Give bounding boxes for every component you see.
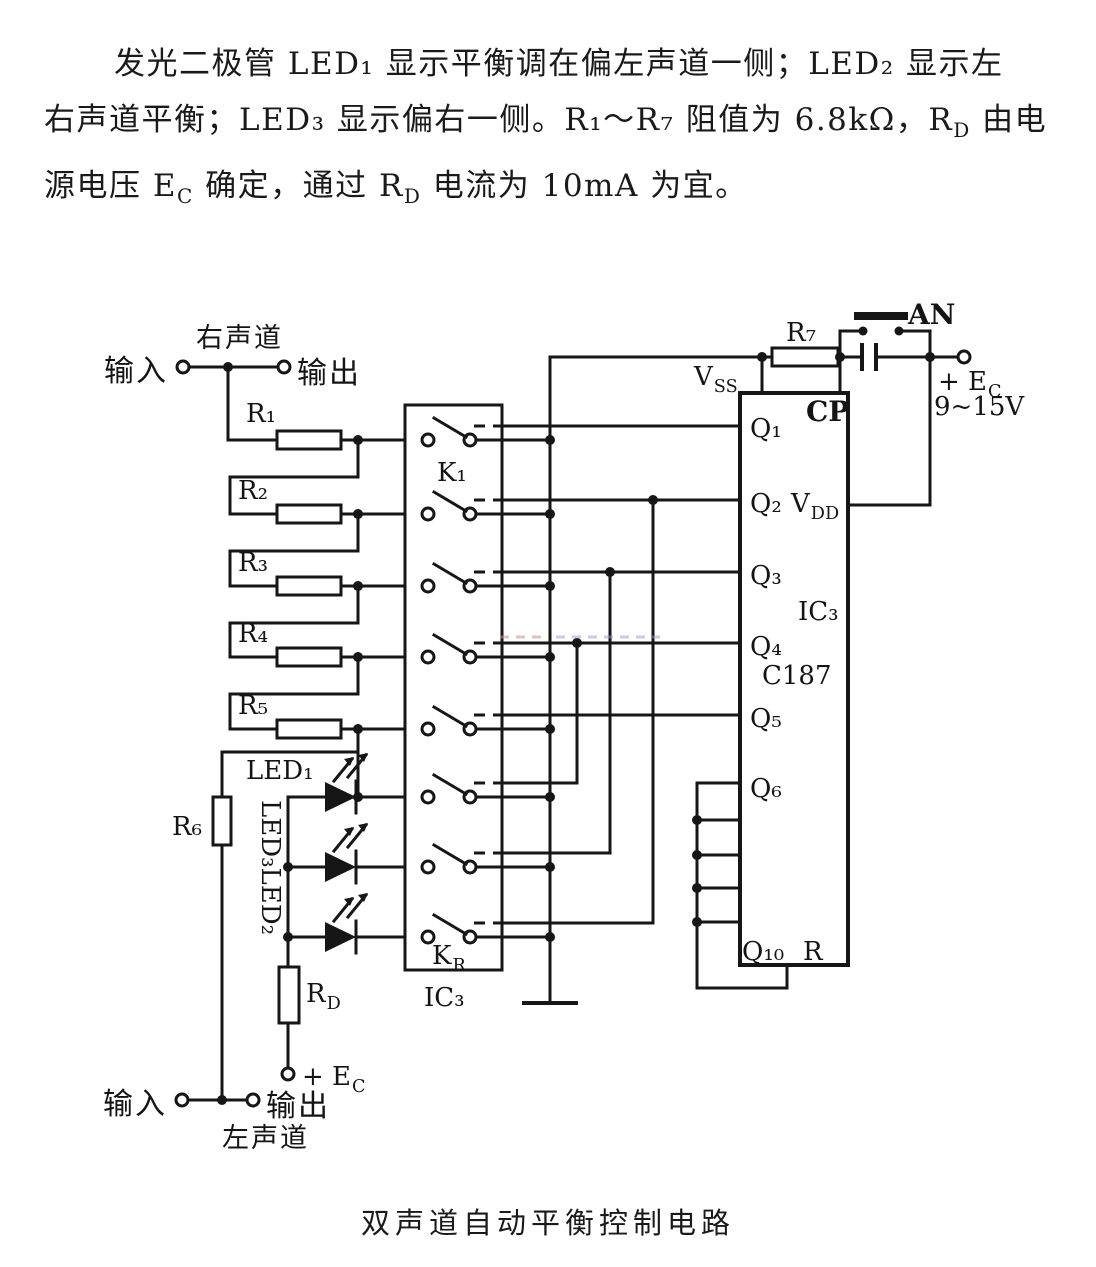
output-label: 输出 bbox=[297, 356, 361, 391]
ic3-name-label: IC₃ bbox=[798, 597, 839, 627]
ec-bottom-terminal bbox=[280, 1066, 296, 1082]
resistor-RD bbox=[277, 965, 301, 1025]
switch-row bbox=[420, 772, 555, 805]
resistor-R6-branch: R₆ bbox=[172, 795, 233, 1102]
right-channel-io: 输入 输出 右声道 bbox=[104, 323, 361, 391]
description-paragraph: 发光二极管 LED₁ 显示平衡调在偏左声道一侧；LED₂ 显示左 右声道平衡；L… bbox=[44, 36, 1052, 224]
q5-pin-label: Q₅ bbox=[750, 704, 782, 734]
resistor-R2-label: R₂ bbox=[238, 476, 268, 506]
switch-row bbox=[420, 704, 555, 737]
led3-diode bbox=[325, 922, 356, 952]
q4-pin-label: Q₄ bbox=[750, 632, 782, 662]
output-label: 输出 bbox=[266, 1089, 330, 1124]
resistor-R3 bbox=[275, 575, 343, 597]
pushbutton-AN bbox=[854, 312, 908, 320]
paragraph-line: 发光二极管 LED₁ 显示平衡调在偏左声道一侧；LED₂ 显示左 bbox=[114, 46, 1004, 82]
q1-pin-label: Q₁ bbox=[750, 414, 782, 444]
vdd-pin-label: VDD bbox=[790, 489, 839, 524]
output-terminal bbox=[276, 359, 292, 375]
input-terminal bbox=[174, 1092, 190, 1108]
cp-pin-label: CP bbox=[806, 395, 849, 428]
resistor-R2 bbox=[275, 503, 343, 525]
resistor-R6 bbox=[211, 795, 233, 847]
q2-pin-label: Q₂ bbox=[750, 489, 782, 519]
resistor-R7 bbox=[770, 346, 840, 368]
q3-pin-label: Q₃ bbox=[750, 561, 782, 591]
switch-row bbox=[420, 489, 555, 522]
input-label: 输入 bbox=[104, 354, 168, 389]
power-timing-rail: VSS R₇ AN + EC 9~15V bbox=[693, 298, 1025, 507]
wiring bbox=[498, 355, 764, 1005]
switch-row bbox=[420, 632, 555, 665]
ec-bottom-label: + EC bbox=[302, 1062, 366, 1097]
resistor-R4-label: R₄ bbox=[238, 619, 268, 649]
resistor-R5-label: R₅ bbox=[238, 691, 268, 721]
left-channel-io: 输入 输出 左声道 bbox=[103, 1087, 330, 1154]
switch-block: K₁ KR IC₃ bbox=[403, 403, 555, 1013]
an-label: AN bbox=[907, 298, 955, 331]
output-terminal bbox=[245, 1092, 261, 1108]
input-label: 输入 bbox=[103, 1087, 167, 1122]
led-indicators: LED₁ LED₃LED₂ bbox=[246, 752, 426, 969]
input-terminal bbox=[175, 359, 191, 375]
c187-part-label: C187 bbox=[762, 661, 832, 691]
resistor-R1-label: R₁ bbox=[246, 399, 276, 429]
resistor-RD-label: RD bbox=[306, 979, 341, 1014]
switch-row bbox=[420, 561, 555, 594]
switch-block-outline bbox=[403, 403, 504, 972]
led3-led2-label: LED₃LED₂ bbox=[255, 800, 285, 935]
switch-row bbox=[420, 415, 555, 448]
resistor-R3-label: R₃ bbox=[238, 548, 268, 578]
vss-pin-label: VSS bbox=[693, 362, 738, 397]
resistor-R1 bbox=[275, 429, 343, 451]
k1-label: K₁ bbox=[437, 458, 467, 488]
ec-top-terminal bbox=[956, 349, 972, 365]
resistor-R4 bbox=[275, 646, 343, 668]
figure-caption: 双声道自动平衡控制电路 bbox=[360, 1206, 735, 1240]
paragraph-line: 右声道平衡；LED₃ 显示偏右一侧。R₁～R₇ 阻值为 6.8kΩ，RD 由电 bbox=[44, 102, 1048, 143]
left-channel-label: 左声道 bbox=[222, 1123, 309, 1154]
resistor-ladder: R₁ R₂ R₃ R₄ bbox=[220, 371, 426, 802]
resistor-R5 bbox=[275, 718, 343, 740]
resistor-R7-label: R₇ bbox=[786, 318, 816, 348]
led1-label: LED₁ bbox=[246, 756, 314, 786]
right-channel-label: 右声道 bbox=[196, 323, 283, 354]
q6-pin-label: Q₆ bbox=[750, 774, 782, 804]
reset-pin-label: R bbox=[803, 937, 824, 967]
ic3-switch-label: IC₃ bbox=[424, 983, 465, 1013]
paragraph-line: 源电压 EC 确定，通过 RD 电流为 10mA 为宜。 bbox=[44, 168, 748, 209]
led2-diode bbox=[325, 852, 356, 882]
ec-range-label: 9~15V bbox=[934, 392, 1025, 422]
switch-row bbox=[420, 912, 555, 945]
resistor-R6-label: R₆ bbox=[172, 812, 202, 842]
ec-top-label: + EC bbox=[938, 367, 1002, 402]
ic3-outline bbox=[738, 391, 850, 967]
rd-branch: RD + EC bbox=[277, 965, 366, 1097]
led1-diode bbox=[325, 782, 356, 812]
q10-pin-label: Q₁₀ bbox=[742, 937, 784, 967]
ic3-counter: CP Q₁ Q₂ VDD Q₃ IC₃ Q₄ C187 Q₅ Q₆ Q₁₀ R bbox=[692, 391, 850, 990]
kr-label: KR bbox=[432, 941, 466, 976]
